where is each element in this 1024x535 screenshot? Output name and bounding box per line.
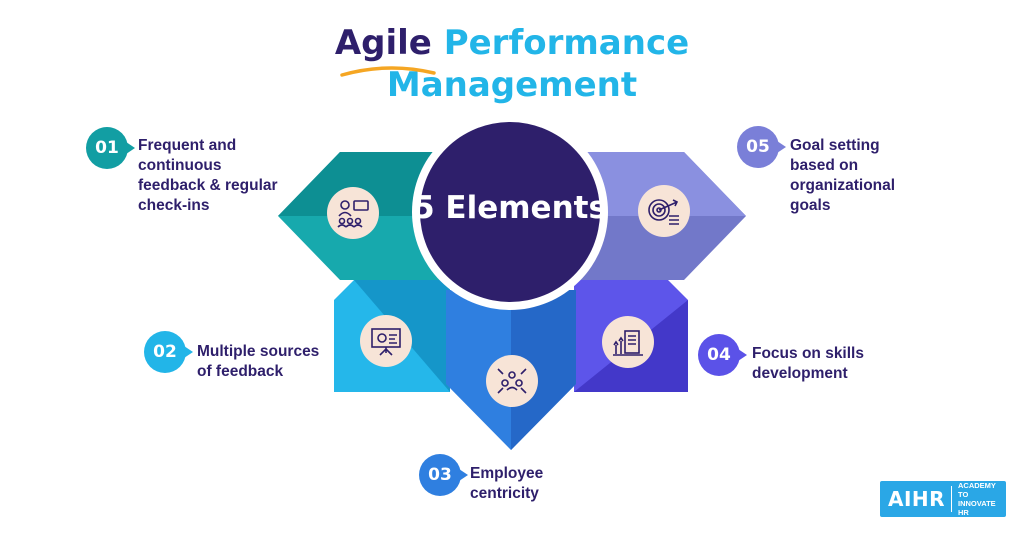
element-02-badge: 02 bbox=[144, 331, 193, 373]
element-03-text: Employee centricity bbox=[470, 465, 544, 502]
element-03-badge: 03 bbox=[419, 454, 468, 496]
logo-divider bbox=[951, 486, 953, 512]
aihr-logo: AIHR ACADEMY TO INNOVATE HR bbox=[880, 481, 1006, 517]
target-goal-icon bbox=[638, 185, 690, 237]
center-label: 5 Elements bbox=[413, 190, 607, 226]
logo-main-text: AIHR bbox=[888, 487, 946, 511]
title-underline-swoosh bbox=[340, 66, 436, 77]
title-part1: Agile bbox=[334, 23, 432, 63]
logo-sub-line1: ACADEMY TO bbox=[958, 481, 996, 499]
element-05-text: Goal setting based on organizational goa… bbox=[790, 137, 896, 214]
center-circle bbox=[420, 122, 600, 302]
growth-chart-icon bbox=[602, 316, 654, 368]
title-part2: Performance bbox=[443, 23, 690, 63]
employee-network-icon bbox=[486, 355, 538, 407]
presenter-team-icon bbox=[327, 187, 379, 239]
element-01-badge: 01 bbox=[86, 127, 135, 169]
logo-sub-line2: INNOVATE HR bbox=[958, 499, 996, 517]
element-04-badge: 04 bbox=[698, 334, 747, 376]
element-04-text: Focus on skills development bbox=[752, 345, 864, 382]
presentation-board-icon bbox=[360, 315, 412, 367]
element-01-text: Frequent and continuous feedback & regul… bbox=[138, 137, 278, 214]
logo-subtitle: ACADEMY TO INNOVATE HR bbox=[952, 481, 1006, 517]
element-02-text: Multiple sources of feedback bbox=[197, 343, 320, 380]
element-05-badge: 05 bbox=[737, 126, 786, 168]
